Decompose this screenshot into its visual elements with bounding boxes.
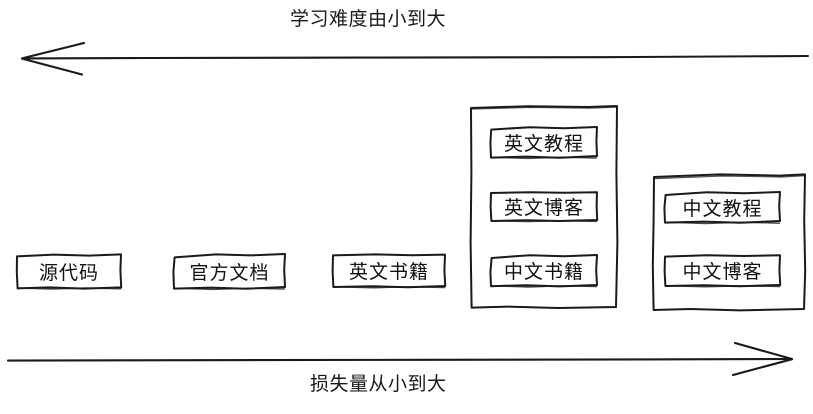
top-axis-arrow [20,41,810,76]
node-chinese-books[interactable]: 中文书籍 [488,253,600,288]
node-label: 中文博客 [682,262,763,283]
node-english-blog[interactable]: 英文博客 [488,190,600,223]
node-official-docs[interactable]: 官方文档 [171,252,288,291]
node-outline [489,254,598,288]
node-label: 英文博客 [503,198,584,219]
node-label: 官方文档 [189,262,270,284]
node-label: 英文书籍 [348,262,429,283]
node-label: 中文教程 [682,198,763,220]
node-outline [172,253,286,291]
node-chinese-tutorial[interactable]: 中文教程 [662,190,783,225]
node-outline [663,191,781,225]
bottom-axis-label: 损失量从小到大 [310,374,447,395]
node-outline [331,253,447,289]
node-outline [663,254,782,288]
node-source-code[interactable]: 源代码 [14,252,124,290]
node-english-tutorial[interactable]: 英文教程 [488,125,600,160]
top-axis-label: 学习难度由小到大 [290,9,447,30]
node-outline [489,191,599,223]
node-label: 中文书籍 [503,262,584,283]
node-label: 英文教程 [503,133,584,155]
node-outline [489,126,598,160]
node-chinese-blog[interactable]: 中文博客 [662,253,783,288]
node-outline [15,253,123,290]
node-label: 源代码 [38,262,99,284]
node-english-books[interactable]: 英文书籍 [330,252,448,289]
